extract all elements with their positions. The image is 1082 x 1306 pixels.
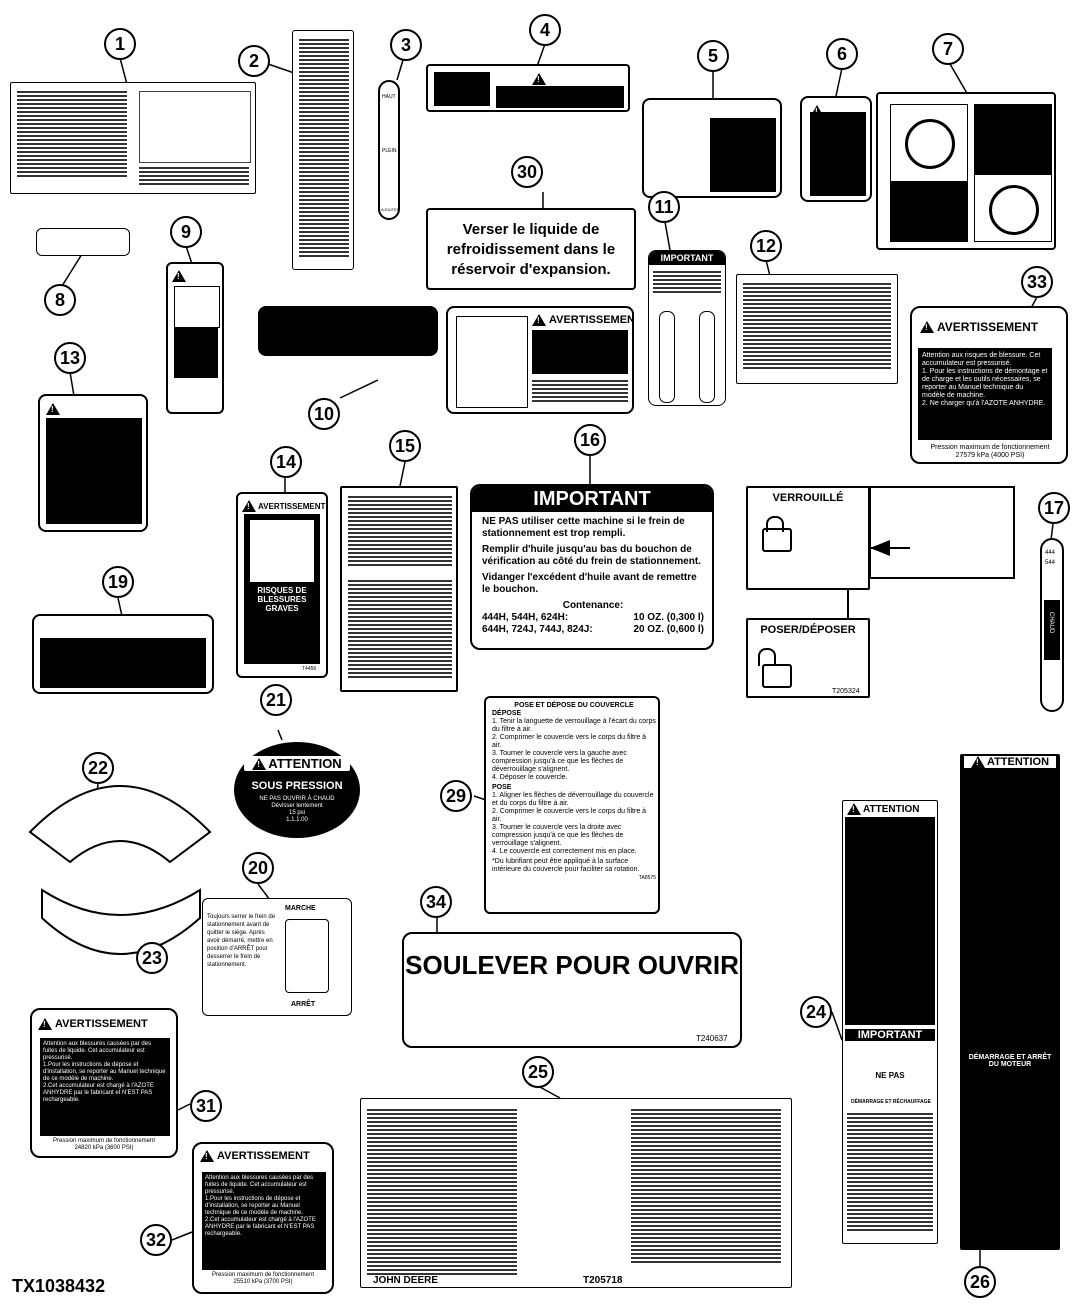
- callout-33: 33: [1021, 266, 1053, 298]
- warning-triangle-icon: [252, 757, 267, 770]
- callout-15: 15: [389, 430, 421, 462]
- no-entry-icon: [989, 185, 1039, 235]
- warning-triangle-icon: [532, 70, 546, 88]
- decal-22-arc: [28, 785, 212, 864]
- callout-21: 21: [260, 684, 292, 716]
- callout-26: 26: [964, 1266, 996, 1298]
- decal-2-pictogram-strip: [292, 30, 354, 270]
- decal-26-attention: ATTENTION DÉMARRAGE ET ARRÊT DU MOTEUR: [960, 754, 1060, 1250]
- warning-triangle-icon: [920, 321, 934, 333]
- callout-11: 11: [648, 191, 680, 223]
- warning-triangle-icon: [172, 267, 186, 285]
- callout-2: 2: [238, 45, 270, 77]
- callout-32: 32: [140, 1224, 172, 1256]
- decal-33-accumulator: AVERTISSEMENT Attention aux risques de b…: [910, 306, 1068, 464]
- callout-9: 9: [170, 216, 202, 248]
- decal-1-maintenance-chart: [10, 82, 256, 194]
- decal-23-arc: [41, 888, 201, 955]
- decal-29-filter-cover: POSE ET DÉPOSE DU COUVERCLE DÉPOSE 1. Te…: [484, 696, 660, 914]
- decal-21-pressure-cap: ATTENTION SOUS PRESSION NE PAS OUVRIR À …: [234, 742, 360, 838]
- warning-triangle-icon: [847, 803, 861, 815]
- decal-19: [32, 614, 214, 694]
- crush-hazard-icon: [434, 72, 490, 106]
- warning-triangle-icon: [532, 314, 546, 326]
- decal-12-text-block: [736, 274, 898, 384]
- lock-open-icon: [762, 664, 792, 688]
- callout-23: 23: [136, 942, 168, 974]
- callout-8: 8: [44, 284, 76, 316]
- rollover-icon: [250, 520, 314, 582]
- figure-id: TX1038432: [12, 1276, 106, 1296]
- decal-20-park-switch: Toujours serrer le frein de stationnemen…: [202, 898, 352, 1016]
- callout-12: 12: [750, 230, 782, 262]
- callout-10: 10: [308, 398, 340, 430]
- decal-17-gauge: 444 544 CHAUD: [1040, 538, 1064, 712]
- decal-10-black-strip: [258, 306, 438, 356]
- callout-13: 13: [54, 342, 86, 374]
- switch-outline: [285, 919, 329, 993]
- decal-25-fuse-chart: JOHN DEERE T205718: [360, 1098, 792, 1288]
- callout-3: 3: [390, 29, 422, 61]
- callout-7: 7: [932, 33, 964, 65]
- no-entry-icon: [905, 119, 955, 169]
- decal-11-important: IMPORTANT: [648, 250, 726, 406]
- decal-13: [38, 394, 148, 532]
- decal-8: [36, 228, 130, 256]
- callout-14: 14: [270, 446, 302, 478]
- warning-triangle-icon: [200, 1150, 214, 1162]
- callout-20: 20: [242, 852, 274, 884]
- callout-16: 16: [574, 424, 606, 456]
- callout-29: 29: [440, 780, 472, 812]
- rollover-icon: [174, 286, 220, 328]
- decal-18-pose: POSER/DÉPOSER T205324: [746, 618, 870, 698]
- decal-10-warning: AVERTISSEMENT: [446, 306, 634, 414]
- callout-17: 17: [1038, 492, 1070, 524]
- crush-hazard-icon: [456, 316, 528, 408]
- decal-15-rops-cert: [340, 486, 458, 692]
- callout-5: 5: [697, 40, 729, 72]
- decal-5: [642, 98, 782, 198]
- decal-3-level-gauge: HAUT PLEIN AJOUTER: [378, 80, 400, 220]
- decal-7: [876, 92, 1056, 250]
- decal-32-accumulator: AVERTISSEMENT Attention aux blessures ca…: [192, 1142, 334, 1294]
- decal-24-attention: ATTENTION IMPORTANT NE PAS DÉMARRAGE ET …: [842, 800, 938, 1244]
- warning-triangle-icon: [242, 500, 256, 512]
- decal-18-lock: VERROUILLÉ: [746, 486, 870, 590]
- warning-triangle-icon: [970, 756, 985, 768]
- callout-30: 30: [511, 156, 543, 188]
- callout-22: 22: [82, 752, 114, 784]
- decal-34-lift-to-open: SOULEVER POUR OUVRIR T240637: [402, 932, 742, 1048]
- machine-diagram: [139, 91, 251, 163]
- decal-16-important: IMPORTANT NE PAS utiliser cette machine …: [470, 484, 714, 650]
- callout-31: 31: [190, 1090, 222, 1122]
- decal-30-coolant: Verser le liquide de refroidissement dan…: [426, 208, 636, 290]
- decal-14-warning: AVERTISSEMENT RISQUES DE BLESSURES GRAVE…: [236, 492, 328, 678]
- decal-4-crush-hazard: [426, 64, 630, 112]
- decal-6: [800, 96, 872, 202]
- warning-triangle-icon: [38, 1018, 52, 1030]
- callout-19: 19: [102, 566, 134, 598]
- callout-1: 1: [104, 28, 136, 60]
- warning-triangle-icon: [46, 400, 60, 418]
- callout-24: 24: [800, 996, 832, 1028]
- callout-34: 34: [420, 886, 452, 918]
- decal-31-accumulator: AVERTISSEMENT Attention aux blessures ca…: [30, 1008, 178, 1158]
- callout-6: 6: [826, 38, 858, 70]
- callout-4: 4: [529, 14, 561, 46]
- decal-9: [166, 262, 224, 414]
- callout-25: 25: [522, 1056, 554, 1088]
